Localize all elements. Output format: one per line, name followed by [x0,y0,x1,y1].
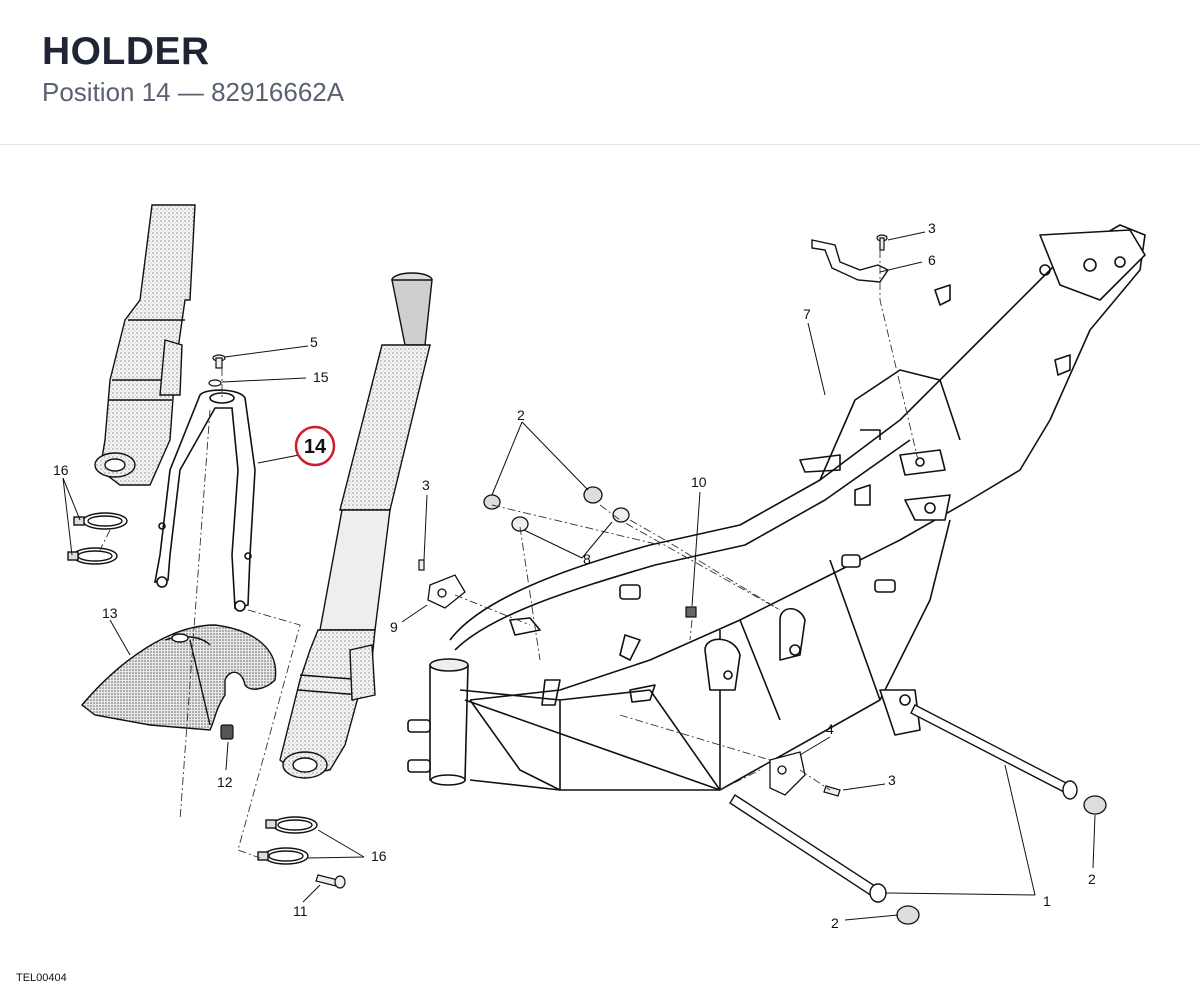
holder-bracket [154,389,256,612]
leader-lines [62,231,1096,921]
washer-15 [208,379,222,387]
screw-3-top [876,234,888,251]
callout-2-right: 2 [1088,871,1096,887]
callout-4: 4 [826,721,834,737]
highlighted-callout-14[interactable]: 14 [294,425,336,467]
callout-5: 5 [310,334,318,350]
callout-2-bottom: 2 [831,915,839,931]
callout-16-right: 16 [371,848,387,864]
front-mudguard [80,624,277,731]
callout-10: 10 [691,474,707,490]
left-fork-leg [94,204,196,486]
spacers-8 [511,507,630,532]
callout-3-top: 3 [928,220,936,236]
bracket-6 [811,239,890,283]
callout-14: 14 [304,436,327,458]
screw-11 [315,874,346,889]
callout-3-left: 3 [422,477,430,493]
callout-3-right: 3 [888,772,896,788]
screw-3-right [823,785,841,797]
callout-2-top: 2 [517,407,525,423]
drawing-code: TEL00404 [16,972,67,984]
clamps-16-right [257,816,318,865]
screw-3-left [418,559,425,571]
highlight-ring [294,425,336,467]
callout-7: 7 [803,306,811,322]
bracket-4 [769,751,806,796]
callout-15: 15 [313,369,329,385]
callout-1: 1 [1043,893,1051,909]
page-subtitle: Position 14 — 82916662A [42,77,345,107]
callout-6: 6 [928,252,936,268]
through-bolts-1 [729,704,1078,903]
callout-12: 12 [217,774,233,790]
bracket-9 [427,574,466,609]
bushes-2 [483,486,1107,925]
exploded-parts-diagram: 5 15 16 13 12 16 11 2 8 3 9 10 7 3 6 4 3… [53,204,1146,931]
motorcycle-frame [407,224,1146,791]
callout-11: 11 [293,903,308,919]
clip-10 [685,606,697,618]
assembly-lines [99,250,919,859]
right-fork-leg [279,272,433,779]
page-title: HOLDER [42,30,210,73]
clamps-16-left [67,512,128,565]
screw-5 [212,354,226,369]
clip-12 [220,724,234,740]
callout-9: 9 [390,619,398,635]
callout-8: 8 [583,551,591,567]
callout-13: 13 [102,605,118,621]
page-header: HOLDER Position 14 — 82916662A [0,0,1200,145]
callout-16-left: 16 [53,462,69,478]
